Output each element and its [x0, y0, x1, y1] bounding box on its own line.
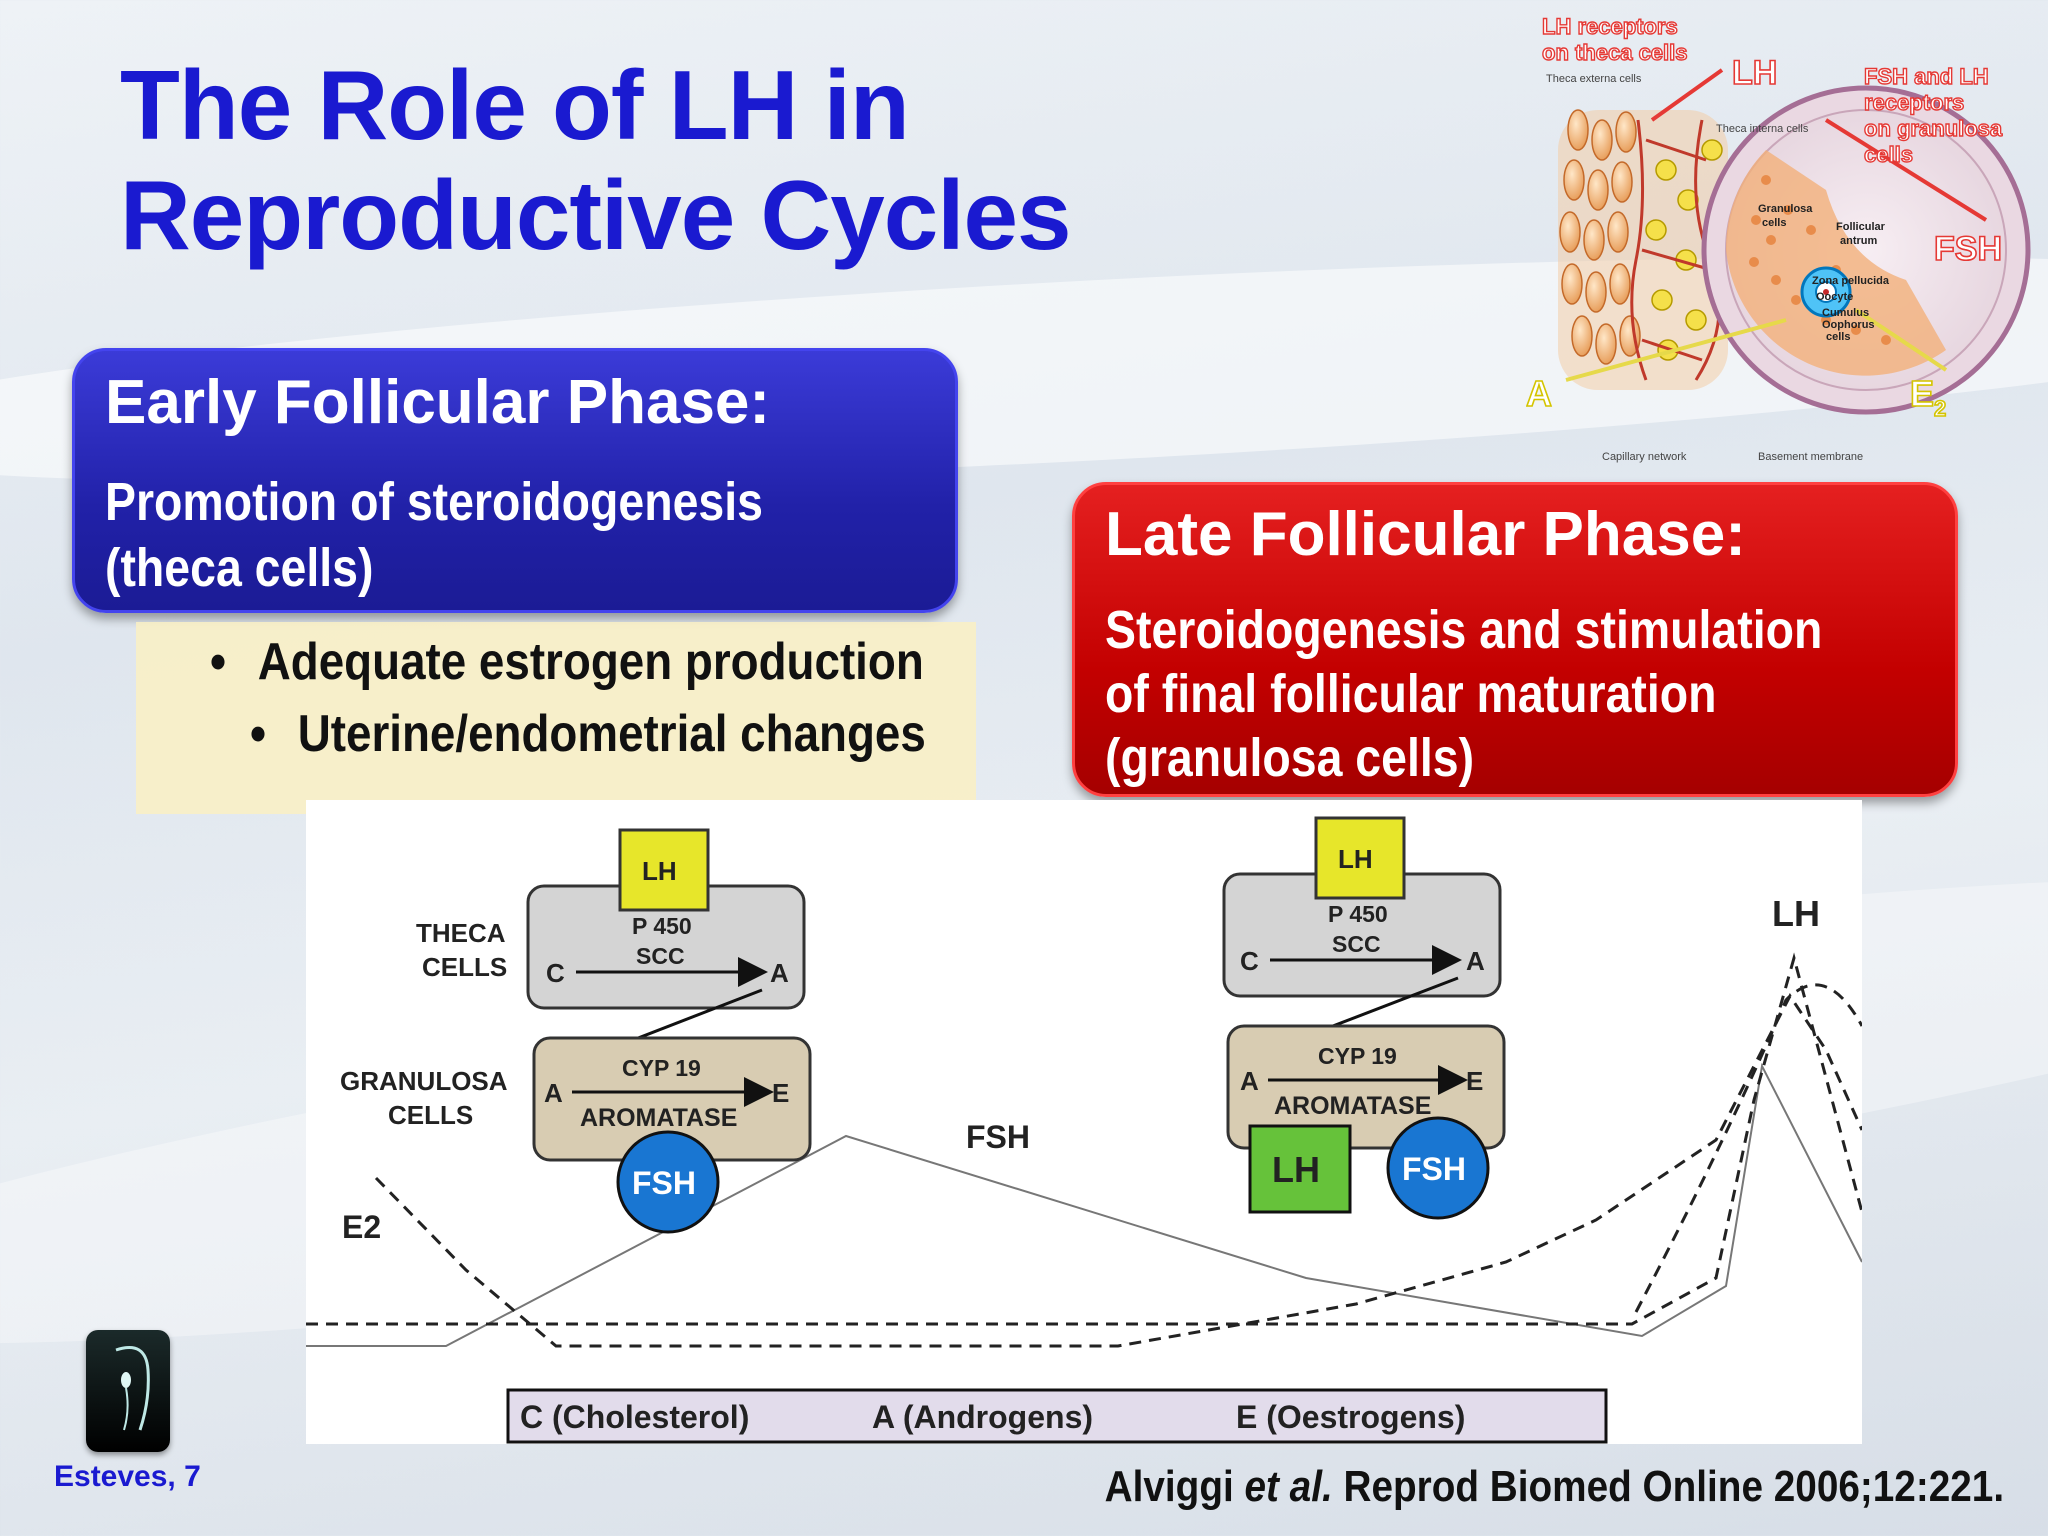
- aromatase-label: AROMATASE: [1274, 1092, 1431, 1120]
- theca-externa-label: Theca externa cells: [1546, 73, 1642, 85]
- e2-label: E2: [1910, 373, 1946, 421]
- slide-title: The Role of LH in Reproductive Cycles: [120, 50, 1071, 270]
- slide-title-line1: The Role of LH in: [120, 50, 910, 160]
- fsh-lh-receptors-label: receptors: [1864, 90, 1964, 115]
- fsh-lh-receptors-label: on granulosa: [1864, 116, 2003, 141]
- zona-label: Zona pellucida: [1812, 275, 1890, 287]
- early-phase-box: Early Follicular Phase: Promotion of ste…: [72, 348, 958, 613]
- lh-receptor-box: [1314, 816, 1406, 900]
- androgen-label: A: [1526, 373, 1552, 414]
- lh-arrow-icon: [1650, 68, 1724, 122]
- fsh-arrow-icon: [1824, 118, 1988, 222]
- oocyte-label: Oocyte: [1816, 291, 1853, 303]
- left-pathway: THECA CELLS GRANULOSA CELLS LH P 450 SCC…: [340, 828, 812, 1234]
- early-phase-bullets: •Adequate estrogen production •Uterine/e…: [136, 622, 976, 814]
- follicle-body: [1701, 85, 2031, 415]
- scc-label: SCC: [1332, 931, 1381, 957]
- cyp19-label: CYP 19: [622, 1055, 701, 1081]
- androgen-label: A: [1240, 1066, 1259, 1096]
- granulosa-cells-label: CELLS: [388, 1100, 473, 1130]
- fsh-lh-receptors-label: FSH and LH: [1864, 64, 1989, 89]
- cholesterol-label: C: [1240, 946, 1259, 976]
- granulosa-label: Granulosa: [1758, 203, 1813, 215]
- early-phase-heading: Early Follicular Phase:: [105, 368, 771, 437]
- bullet-dot-icon: •: [210, 633, 227, 691]
- late-phase-desc-line3: (granulosa cells): [1105, 728, 1475, 788]
- lh-curve: [306, 952, 1862, 1326]
- androgen-label: A: [544, 1078, 563, 1108]
- cycle-diagram: E2 FSH LH THECA CELLS GRANULOSA CELLS LH…: [306, 800, 1862, 1444]
- slide-title-line2: Reproductive Cycles: [120, 160, 1071, 270]
- lh-label: LH: [1732, 54, 1777, 92]
- sperm-logo-icon: [86, 1330, 170, 1452]
- early-phase-desc-line2: (theca cells): [105, 538, 374, 598]
- androgen-label: A: [770, 958, 789, 988]
- fsh-circle-label: FSH: [632, 1165, 696, 1201]
- p450-label: P 450: [1328, 901, 1388, 927]
- bullet-dot-icon: •: [250, 705, 267, 763]
- scc-label: SCC: [636, 943, 685, 969]
- lh-receptor-box-granulosa: [1248, 1124, 1352, 1214]
- right-pathway: LH P 450 SCC C A CYP 19 A E AROMATASE LH…: [1222, 816, 1506, 1220]
- theca-cells-label: THECA: [416, 918, 506, 948]
- cumulus-label: Cumulus: [1822, 307, 1869, 319]
- fsh-receptor-circle: [1386, 1116, 1490, 1220]
- legend-oestrogens: E (Oestrogens): [1236, 1399, 1465, 1435]
- p450-label: P 450: [632, 913, 692, 939]
- slide-reference: Esteves, 7: [54, 1460, 201, 1493]
- legend-cholesterol: C (Cholesterol): [520, 1399, 749, 1435]
- legend: C (Cholesterol) A (Androgens) E (Oestrog…: [506, 1388, 1608, 1444]
- fsh-circle-label: FSH: [1402, 1151, 1466, 1187]
- e2-curve: [374, 993, 1862, 1348]
- e2-arrow-icon: [1854, 308, 1948, 372]
- lh-granulosa-label: LH: [1272, 1149, 1320, 1190]
- lh-curve-label: LH: [1772, 893, 1820, 934]
- theca-interna-label: Theca interna cells: [1716, 123, 1809, 135]
- antrum-label: antrum: [1840, 235, 1878, 247]
- late-phase-desc-line2: of final follicular maturation: [1105, 664, 1717, 724]
- granulosa-cells-label: GRANULOSA: [340, 1066, 508, 1096]
- cyp19-label: CYP 19: [1318, 1043, 1397, 1069]
- estrogen-label: E: [1466, 1066, 1483, 1096]
- theca-cells-label: CELLS: [422, 952, 507, 982]
- early-phase-desc-line1: Promotion of steroidogenesis: [105, 472, 763, 532]
- late-phase-desc-line1: Steroidogenesis and stimulation: [1105, 600, 1823, 660]
- lh-box-label: LH: [1338, 844, 1373, 874]
- follicle-figure: LH receptors on theca cells LH FSH and L…: [1525, 0, 2048, 470]
- fsh-receptor-circle: [616, 1130, 720, 1234]
- aromatase-label: AROMATASE: [580, 1104, 737, 1132]
- late-phase-heading: Late Follicular Phase:: [1105, 500, 1746, 569]
- bullet-item: •Uterine/endometrial changes: [250, 705, 926, 763]
- lh-receptor-box: [618, 828, 710, 912]
- lh-receptors-label: LH receptors: [1542, 14, 1678, 39]
- cumulus-label: cells: [1826, 331, 1850, 343]
- lh-box-label: LH: [642, 856, 677, 886]
- late-phase-box: Late Follicular Phase: Steroidogenesis a…: [1072, 482, 1958, 797]
- granulosa-label: cells: [1762, 217, 1786, 229]
- fsh-label: FSH: [1934, 230, 2002, 268]
- cholesterol-label: C: [546, 958, 565, 988]
- antrum-label: Follicular: [1836, 221, 1886, 233]
- fsh-lh-receptors-label: cells: [1864, 142, 1913, 167]
- lh-receptors-label: on theca cells: [1542, 40, 1688, 65]
- e2-curve-label: E2: [342, 1209, 381, 1245]
- estrogen-label: E: [772, 1078, 789, 1108]
- theca-cells-cluster: [1558, 109, 1733, 390]
- bullet-item: •Adequate estrogen production: [210, 633, 924, 691]
- androgen-label: A: [1466, 946, 1485, 976]
- fsh-curve-label: FSH: [966, 1119, 1030, 1155]
- basement-label: Basement membrane: [1758, 451, 1863, 463]
- androgen-arrow-icon: [1565, 318, 1787, 382]
- cumulus-label: Oophorus: [1822, 319, 1875, 331]
- capillary-label: Capillary network: [1602, 451, 1687, 463]
- legend-androgens: A (Androgens): [872, 1399, 1093, 1435]
- legend-box: [506, 1388, 1608, 1444]
- citation: Alviggi et al. Reprod Biomed Online 2006…: [1104, 1462, 2004, 1511]
